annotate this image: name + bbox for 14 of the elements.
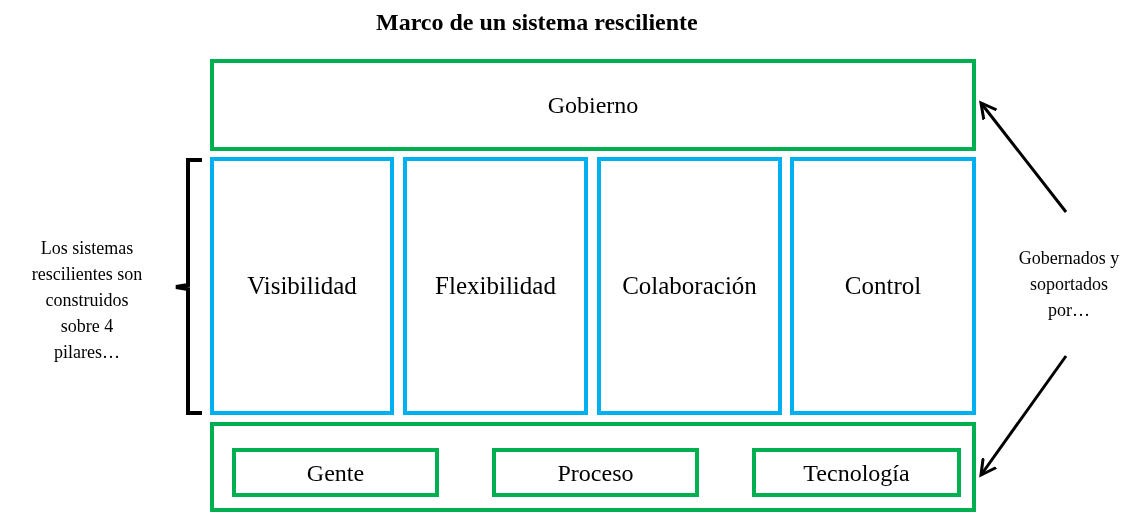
pillar-box: Flexibilidad bbox=[403, 157, 588, 415]
arrow bbox=[979, 355, 1068, 477]
container-box bbox=[210, 422, 976, 512]
side-note: Los sistemas rescilientes son construidos sobre 4 pilares… bbox=[30, 237, 144, 364]
note-text: Gobernados y soportados por… bbox=[1014, 212, 1124, 356]
pillar-box: Colaboración bbox=[597, 157, 782, 415]
diagram-title: Marco de un sistema resciliente bbox=[376, 8, 698, 37]
component-box: Proceso bbox=[492, 448, 699, 497]
component-box: Tecnología bbox=[752, 448, 961, 497]
pillar-box: Visibilidad bbox=[210, 157, 394, 415]
pillar-box: Control bbox=[790, 157, 976, 415]
arrow bbox=[979, 101, 1068, 213]
component-box: Gente bbox=[232, 448, 439, 497]
component-box: Gobierno bbox=[210, 59, 976, 151]
